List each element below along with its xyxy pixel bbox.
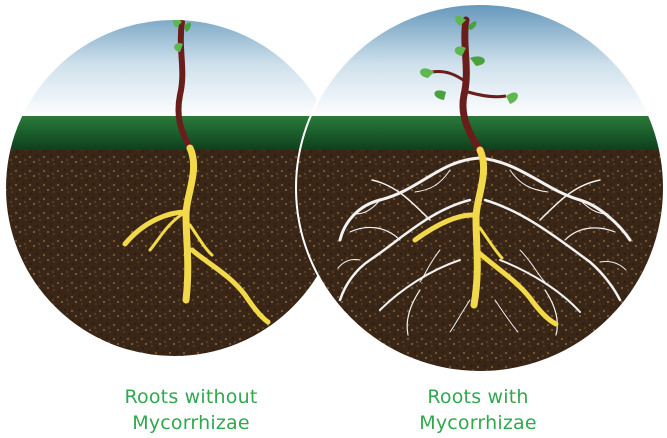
caption-line: Mycorrhizae — [353, 410, 603, 436]
sky — [0, 0, 350, 118]
caption-with-mycorrhizae: Roots with Mycorrhizae — [353, 384, 603, 436]
caption-line: Roots with — [353, 384, 603, 410]
caption-line: Roots without — [66, 384, 316, 410]
caption-without-mycorrhizae: Roots without Mycorrhizae — [66, 384, 316, 436]
caption-line: Mycorrhizae — [66, 410, 316, 436]
grass-band — [0, 116, 350, 150]
